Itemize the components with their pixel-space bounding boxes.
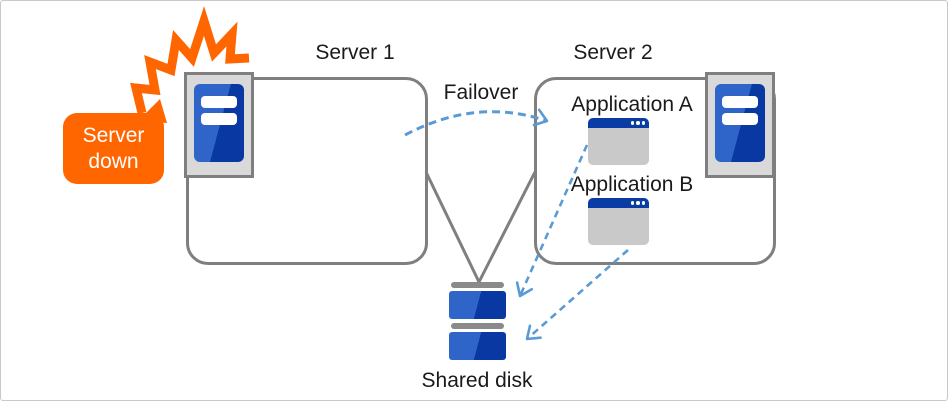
server1-to-disk-line [424,171,481,283]
server-slot-bar [722,113,758,125]
server-unit-icon [194,84,244,162]
window-dot-icon [636,121,640,125]
server1-hardware-icon [184,72,254,178]
shared-disk-icon [449,282,506,361]
window-dot-icon [641,121,645,125]
crash-icon [130,6,250,115]
shared-disk-label: Shared disk [421,369,533,392]
application-b-window-icon [588,198,649,245]
application-a-window-icon [588,118,649,165]
failover-label: Failover [443,81,519,104]
application-b-label: Application B [570,173,694,196]
server2-to-disk-line [477,171,537,283]
window-dot-icon [641,201,645,205]
disk-platter [449,291,506,319]
window-dot-icon [636,201,640,205]
server-unit-icon [715,84,765,162]
window-titlebar [588,118,649,128]
disk-platter [449,332,506,360]
server-slot-bar [722,96,758,108]
disk-cap [451,282,504,288]
app-a-to-disk-arrow [515,144,589,298]
server-slot-bar [201,96,237,108]
server2-label: Server 2 [573,41,653,64]
server1-label: Server 1 [315,41,395,64]
window-dot-icon [630,201,634,205]
server-down-label: Server down [82,123,145,173]
window-titlebar [588,198,649,208]
server-slot-bar [201,113,237,125]
server-down-callout: Server down [63,113,164,184]
server2-hardware-icon [705,72,775,178]
failover-arrow [404,108,549,137]
disk-cap [451,323,504,329]
application-a-label: Application A [571,93,693,116]
window-dot-icon [630,121,634,125]
app-b-to-disk-arrow [525,249,629,341]
